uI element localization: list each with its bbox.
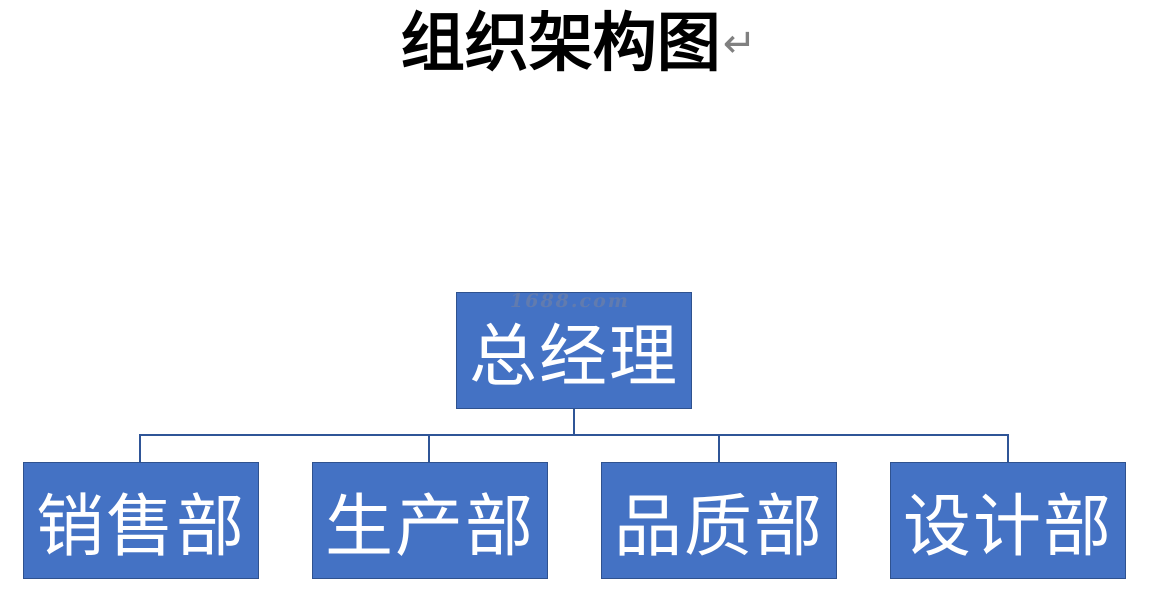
document-title: 组织架构图↵ — [0, 4, 1157, 84]
org-node-label: 品质部 — [613, 488, 824, 567]
org-node-label: 销售部 — [35, 488, 246, 567]
org-node-sales-dept[interactable]: 销售部 — [23, 462, 259, 579]
document-title-text: 组织架构图 — [400, 7, 721, 81]
org-node-label: 总经理 — [468, 318, 679, 397]
org-node-quality-dept[interactable]: 品质部 — [601, 462, 837, 579]
org-node-design-dept[interactable]: 设计部 — [890, 462, 1126, 579]
paragraph-mark-icon: ↵ — [722, 21, 757, 67]
org-node-general-manager[interactable]: 总经理 — [456, 292, 692, 409]
watermark-text: 1688.com — [510, 290, 630, 312]
org-node-label: 设计部 — [902, 488, 1113, 567]
org-node-production-dept[interactable]: 生产部 — [312, 462, 548, 579]
org-node-label: 生产部 — [324, 488, 535, 567]
